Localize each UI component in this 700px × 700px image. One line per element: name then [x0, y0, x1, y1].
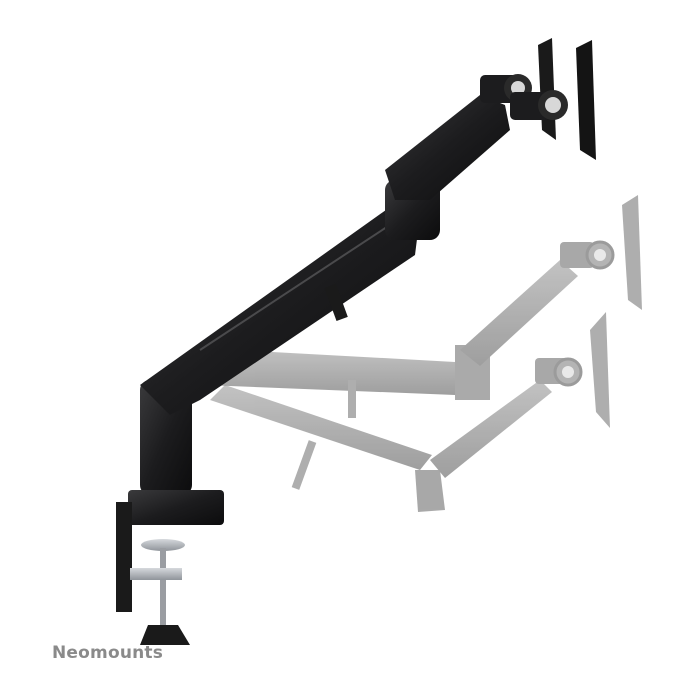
clamp-screw: [160, 548, 166, 628]
ghost-arm-lower: [210, 312, 610, 512]
pivot-cap-icon: [545, 97, 561, 113]
lower-arm: [140, 200, 420, 415]
clamp-bracket: [116, 502, 132, 612]
vesa-plate-1: [538, 38, 556, 140]
desk-clamp: [116, 490, 224, 645]
brand-logo: Neomounts: [52, 643, 164, 663]
vesa-plate-2: [576, 40, 596, 160]
primary-arm: [140, 38, 596, 495]
ghost-arm-upper: [200, 195, 642, 418]
pivot-cap-icon: [511, 81, 525, 95]
clamp-plate: [130, 568, 182, 580]
cable-clip: [324, 283, 348, 321]
base-plate: [128, 490, 224, 525]
upper-arm: [385, 95, 510, 200]
clamp-pad: [141, 539, 185, 551]
clamp-handle: [140, 625, 190, 645]
